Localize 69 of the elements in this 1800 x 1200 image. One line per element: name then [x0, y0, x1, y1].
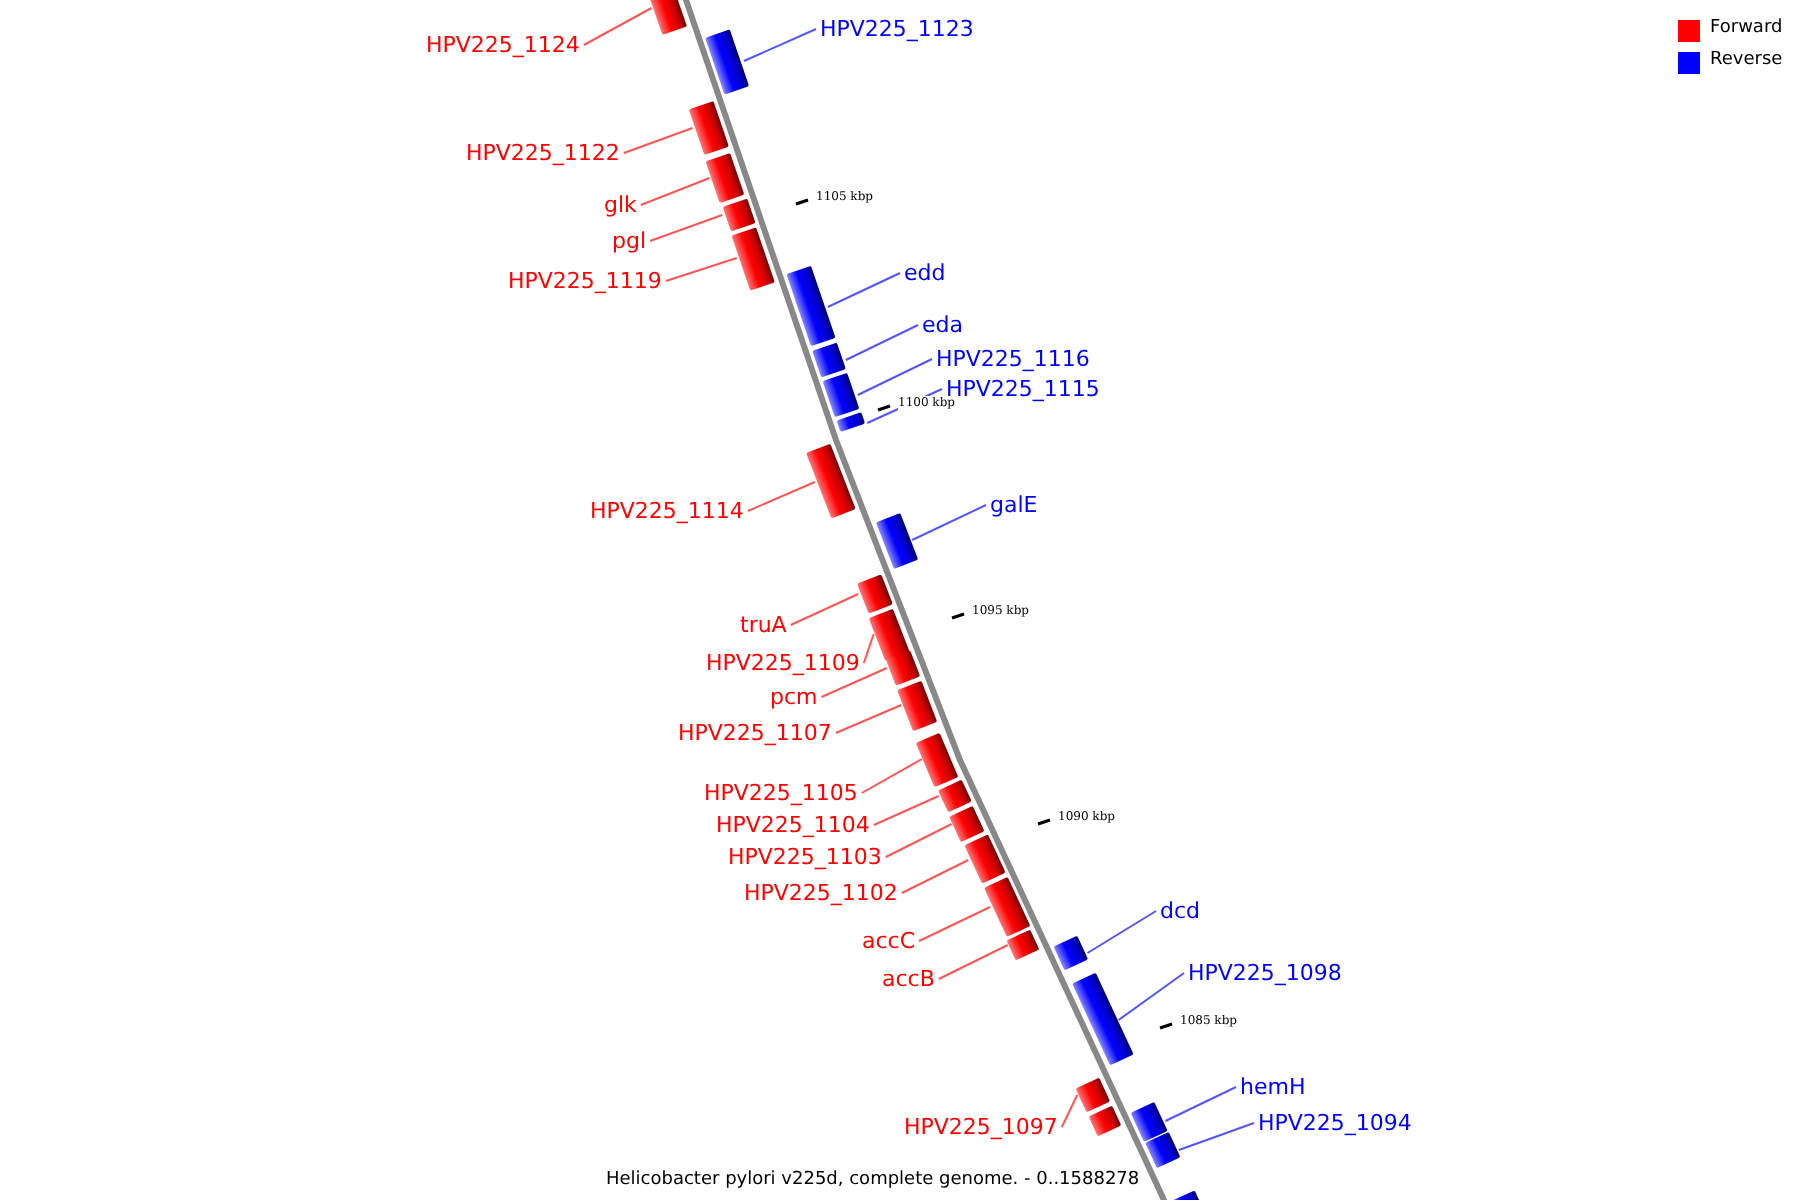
gene-block — [897, 680, 938, 730]
leader-line — [911, 504, 987, 541]
leader-line — [639, 177, 711, 206]
leader-line — [664, 257, 738, 282]
gene-label: HPV225_1105 — [704, 780, 858, 806]
leader-line — [826, 272, 901, 308]
gene-block — [1007, 929, 1041, 961]
leader-line — [1177, 1122, 1255, 1151]
gene-block — [688, 100, 729, 156]
gene-block — [1088, 1105, 1122, 1137]
gene-label: eda — [922, 312, 963, 338]
gene-label: HPV225_1109 — [706, 650, 860, 676]
leader-line — [1117, 972, 1185, 1021]
gene-block — [875, 512, 918, 568]
gene-block — [1075, 1077, 1111, 1113]
gene-label: HPV225_1103 — [728, 844, 882, 870]
leader-line — [649, 214, 724, 242]
gene-label: HPV225_1097 — [904, 1114, 1058, 1140]
gene-label: HPV225_1107 — [678, 720, 832, 746]
gene-label: edd — [904, 260, 946, 286]
gene-block — [1131, 1101, 1168, 1141]
leader-line — [746, 481, 816, 512]
gene-label: HPV225_1122 — [466, 140, 620, 166]
gene-label: HPV225_1102 — [744, 880, 898, 906]
gene-block — [856, 574, 893, 614]
gene-label: HPV225_1124 — [426, 32, 580, 58]
gene-label: HPV225_1116 — [936, 346, 1090, 372]
gene-label: accB — [882, 966, 935, 992]
leader-line — [834, 704, 903, 734]
leader-line — [1164, 1086, 1237, 1122]
legend-label: Reverse — [1710, 50, 1783, 70]
leader-line — [820, 667, 888, 698]
legend-label: Forward — [1710, 18, 1783, 38]
leader-line — [582, 7, 653, 46]
gene-label: accC — [862, 928, 916, 954]
gene-label: hemH — [1240, 1074, 1306, 1100]
leader-line — [872, 795, 940, 826]
gene-label: HPV225_1119 — [508, 268, 662, 294]
leader-line — [844, 324, 919, 361]
gene-block — [836, 412, 866, 434]
gene-label: truA — [740, 612, 787, 638]
leader-line — [856, 358, 933, 396]
gene-label: pcm — [770, 684, 818, 710]
leader-line — [860, 758, 923, 794]
leader-line — [900, 859, 970, 894]
gene-block — [731, 226, 775, 290]
leader-line — [1060, 1094, 1079, 1128]
gene-label: HPV225_1114 — [590, 498, 744, 524]
gene-label: HPV225_1115 — [946, 376, 1100, 402]
leader-line — [1086, 910, 1157, 954]
gene-label: HPV225_1123 — [820, 16, 974, 42]
gene-label: HPV225_1098 — [1188, 960, 1342, 986]
gene-label: HPV225_1094 — [1258, 1110, 1412, 1136]
leader-line — [742, 28, 817, 62]
gene-block — [721, 198, 755, 232]
gene-block — [916, 731, 960, 787]
gene-block — [813, 342, 847, 378]
leader-line — [862, 633, 875, 664]
gene-block — [706, 152, 745, 204]
gene-label: HPV225_1104 — [716, 812, 870, 838]
gene-label: glk — [604, 192, 637, 218]
gene-label: galE — [990, 492, 1038, 518]
leader-line — [789, 593, 860, 626]
leader-line — [918, 906, 992, 942]
leader-line — [884, 823, 953, 858]
gene-label: dcd — [1160, 898, 1201, 924]
leader-line — [622, 127, 694, 154]
gene-label: pgl — [612, 228, 647, 254]
leader-line — [937, 944, 1009, 980]
